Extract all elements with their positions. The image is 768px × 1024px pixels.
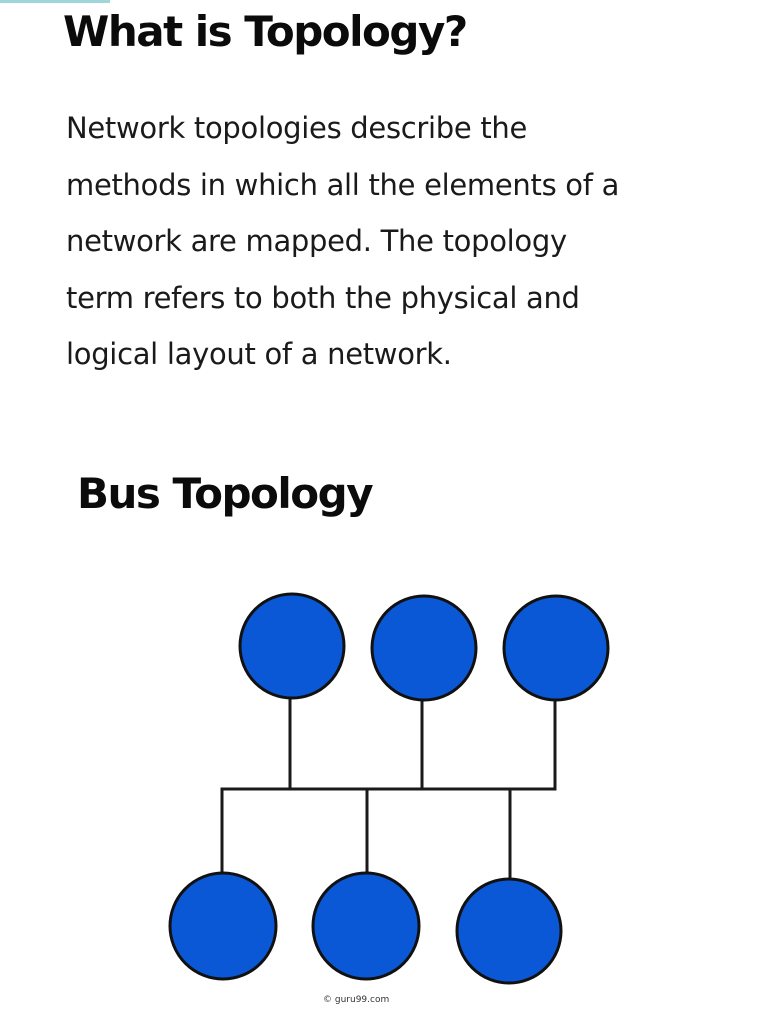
node-top-3	[502, 594, 610, 702]
node-bottom-2	[311, 871, 421, 981]
description-paragraph: Network topologies describe the methods …	[66, 100, 726, 383]
credit-text: guru99.com	[334, 995, 390, 1005]
source-credit: © guru99.com	[323, 994, 389, 1006]
page-title: What is Topology?	[63, 7, 468, 56]
top-accent-bar	[0, 0, 110, 3]
node-bottom-3	[455, 877, 563, 985]
description-line: methods in which all the elements of a	[66, 167, 620, 202]
node-top-1	[238, 592, 346, 700]
copyright-icon: ©	[323, 995, 332, 1005]
section-title: Bus Topology	[77, 469, 374, 518]
description-line: term refers to both the physical and	[66, 280, 580, 315]
node-top-2	[370, 594, 478, 702]
description-line: logical layout of a network.	[66, 337, 452, 371]
description-line: network are mapped. The topology	[66, 224, 567, 258]
node-bottom-1	[168, 871, 278, 981]
description-line: Network topologies describe the	[66, 111, 528, 145]
